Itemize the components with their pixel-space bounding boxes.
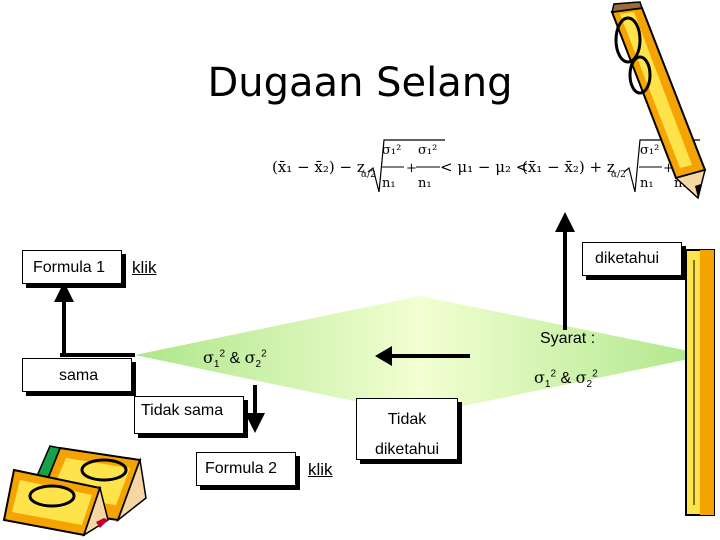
formula2-label: Formula 2 [205,460,277,477]
pencil-top-right-icon [612,2,705,198]
formula1-label: Formula 1 [33,259,105,276]
sama-box: sama [22,358,132,392]
tidak-sama-box: Tidak sama [134,396,244,434]
tidak-sama-label: Tidak sama [141,402,223,419]
formula2-box: Formula 2 [196,452,296,486]
arrow-up-formula1-head [54,282,74,302]
syarat-label: Syarat : [540,330,595,348]
arrow-up-diketahui-head [555,212,575,232]
pencil-right-edge-icon [686,250,714,515]
formula-plus-1: + [406,161,417,176]
arrow-down-formula2-head [245,413,265,433]
klik-link-2[interactable]: klik [308,460,333,480]
sama-label: sama [59,367,98,384]
diketahui-label: diketahui [595,250,659,267]
diketahui-box: diketahui [582,242,682,276]
tidak-diketahui-box: Tidak diketahui [356,398,458,460]
sigma-condition-right: σ12 & σ22 [534,368,598,390]
formula1-box: Formula 1 [22,250,122,284]
pencil-bottom-left-icon [4,446,146,535]
diketahui-label-2: diketahui [357,435,457,465]
sigma-condition-left: σ12 & σ22 [203,348,267,370]
tidak-label: Tidak [357,405,457,435]
klik-link-1[interactable]: klik [132,258,157,278]
